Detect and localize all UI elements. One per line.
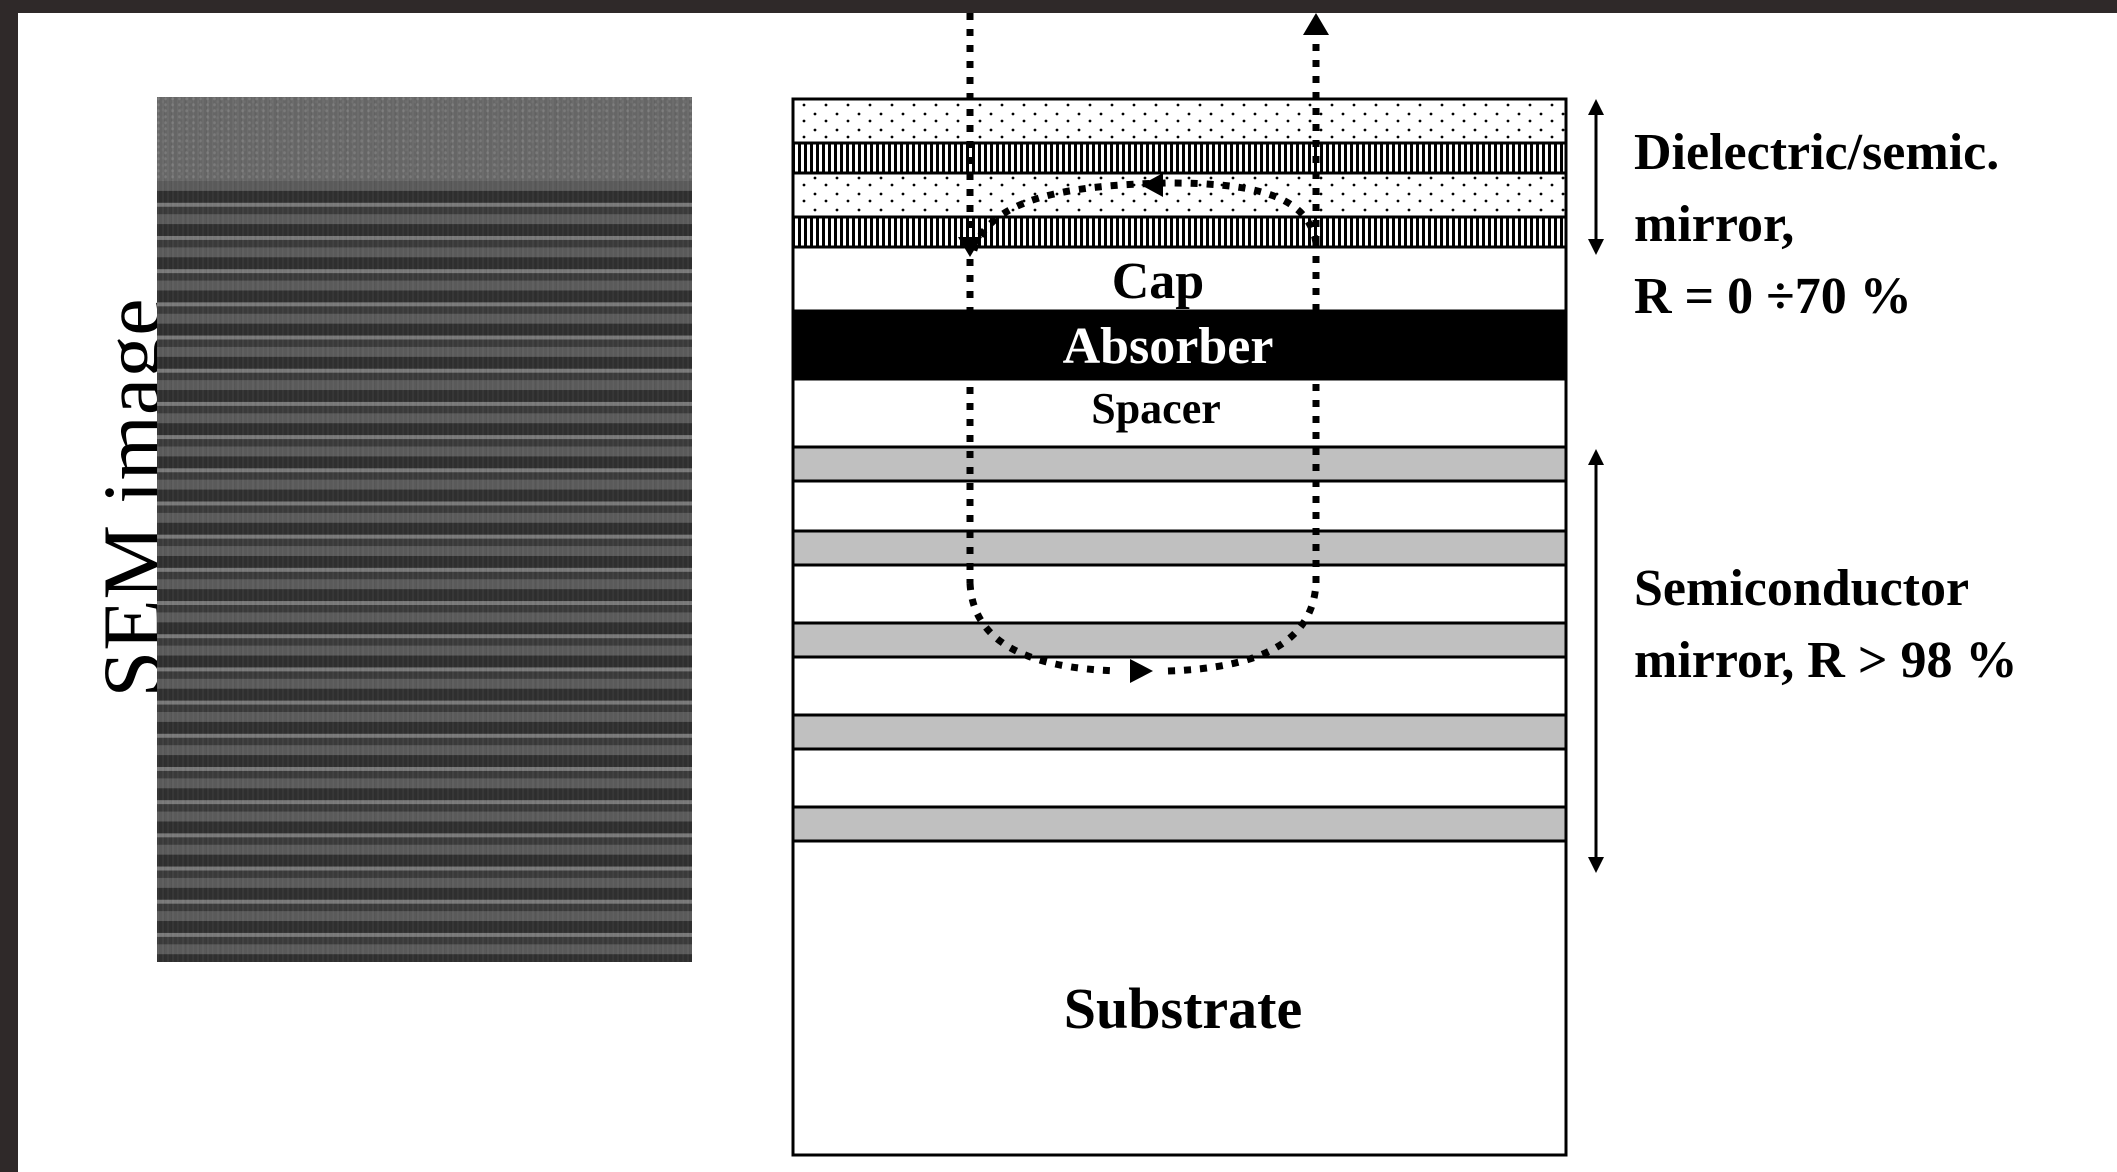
bottom-mirror-bracket	[1588, 449, 1604, 873]
bottom-mirror-white-layer-3	[791, 655, 1568, 717]
downward-arrowhead	[958, 237, 982, 257]
outgoing-arrowhead	[1303, 13, 1329, 35]
top-mirror-label-line1: Dielectric/semic.	[1634, 124, 2000, 181]
top-mirror-label-line2: mirror,	[1634, 196, 1795, 253]
sem-micrograph-top-region	[157, 97, 692, 181]
substrate-layer	[791, 839, 1568, 1157]
layer-structure-diagram: Cap Absorber Spacer Substrate	[791, 13, 1604, 1157]
top-mirror-label: Dielectric/semic. mirror, R = 0 ÷70 %	[1634, 117, 1999, 333]
top-mirror-semiconductor-layer-1	[791, 141, 1568, 175]
bottom-mirror-label-line1: Semiconductor	[1634, 560, 1970, 617]
bottom-loop-left	[966, 582, 1119, 675]
light-path	[966, 13, 1320, 675]
sem-micrograph-texture	[157, 97, 692, 962]
bottom-mirror-white-layer-4	[791, 747, 1568, 809]
bottom-mirror-label: Semiconductor mirror, R > 98 %	[1634, 553, 2017, 697]
bottom-mirror-gray-layer-4	[791, 713, 1568, 751]
top-mirror-dielectric-layer-1	[791, 97, 1568, 145]
top-mirror-bracket	[1588, 99, 1604, 255]
spacer-label: Spacer	[1091, 384, 1221, 433]
bottom-loop-arrowhead	[1130, 659, 1153, 683]
top-loop-arrowhead	[1141, 173, 1163, 197]
figure-canvas: SEM image	[18, 13, 2117, 1172]
substrate-label: Substrate	[1064, 976, 1302, 1041]
top-mirror-label-line3: R = 0 ÷70 %	[1634, 268, 1912, 325]
sem-micrograph	[157, 97, 692, 962]
absorber-label: Absorber	[1063, 318, 1274, 375]
bottom-mirror-gray-layer-2	[791, 529, 1568, 567]
bottom-mirror-white-layer-2	[791, 563, 1568, 625]
cap-label: Cap	[1112, 253, 1204, 310]
bottom-mirror-gray-layer-3	[791, 621, 1568, 659]
bottom-mirror-gray-layer-1	[791, 445, 1568, 483]
bottom-mirror-label-line2: mirror, R > 98 %	[1634, 632, 2018, 689]
bottom-mirror-gray-layer-5	[791, 805, 1568, 843]
top-mirror-semiconductor-layer-2	[791, 215, 1568, 249]
bottom-mirror-white-layer-1	[791, 479, 1568, 533]
